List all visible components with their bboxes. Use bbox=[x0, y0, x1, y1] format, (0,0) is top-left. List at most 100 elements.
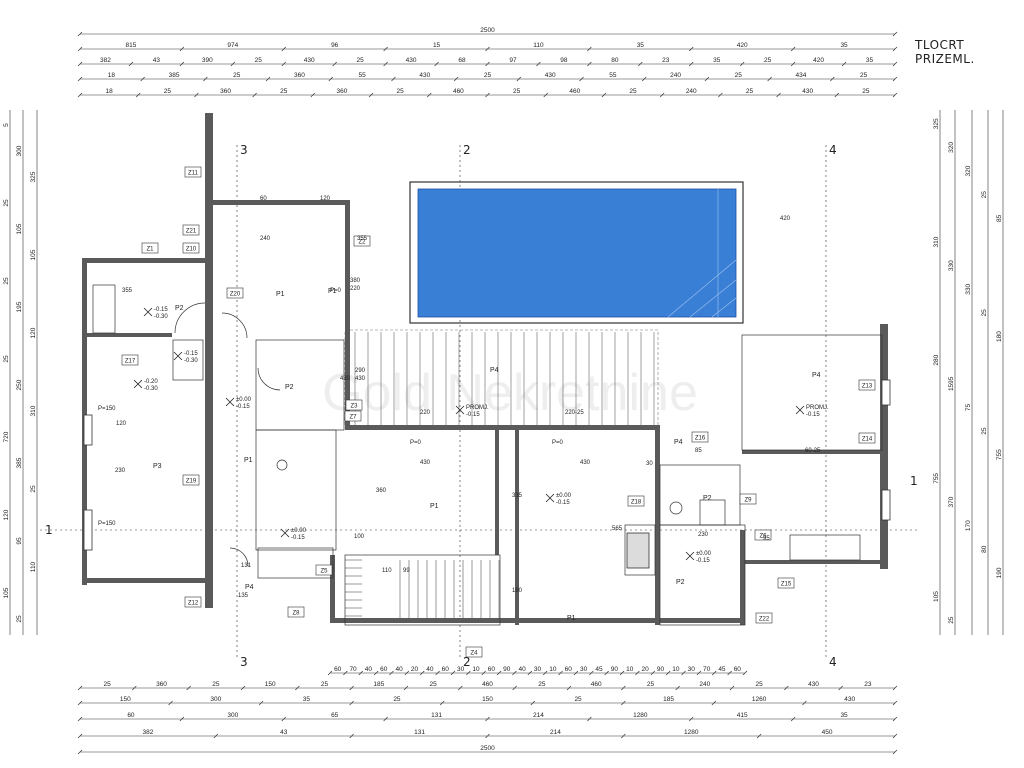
fireplace bbox=[626, 532, 650, 569]
dimension-label: 1260 bbox=[752, 696, 767, 703]
dimension-label: 150 bbox=[265, 681, 276, 688]
pool-water bbox=[417, 188, 737, 318]
dimension-tick bbox=[419, 670, 425, 676]
dimension-label: 150 bbox=[482, 696, 493, 703]
dimension-tick bbox=[601, 92, 607, 98]
level-value: -0.15 bbox=[154, 307, 168, 313]
tag-box bbox=[121, 354, 139, 366]
level-symbol bbox=[225, 397, 235, 407]
dimension-tick bbox=[434, 61, 439, 67]
dimension-label: 974 bbox=[227, 42, 238, 49]
dimension-label: 185 bbox=[373, 681, 384, 688]
dimension-label: 25 bbox=[3, 355, 10, 363]
dimension-tick bbox=[485, 733, 490, 739]
room-label: P1 bbox=[276, 291, 285, 298]
level-value: -0.15 bbox=[236, 404, 250, 410]
dimension-label: 755 bbox=[996, 449, 1003, 460]
dimension-label: 105 bbox=[933, 591, 940, 602]
room-label: P4 bbox=[812, 372, 821, 379]
axis-bottom-mid: 2 bbox=[463, 655, 471, 669]
tag-label: Z21 bbox=[186, 229, 197, 235]
tag-label: Z11 bbox=[188, 171, 199, 177]
dimension-tick bbox=[892, 685, 898, 691]
dimension-tick bbox=[450, 670, 456, 676]
tag-box bbox=[858, 379, 876, 391]
interior-dimension: 60-25 bbox=[805, 448, 821, 454]
dimension-tick bbox=[77, 46, 83, 52]
dimension-tick bbox=[802, 700, 807, 706]
tag-box bbox=[755, 612, 773, 624]
dimension-label: 60 bbox=[734, 666, 742, 673]
dimension-label: 90 bbox=[503, 666, 511, 673]
interior-dimension: 180 bbox=[512, 588, 523, 594]
dimension-tick bbox=[295, 685, 300, 691]
dimension-label: 35 bbox=[303, 696, 311, 703]
dimension-tick bbox=[650, 670, 656, 676]
tag-box bbox=[627, 495, 645, 507]
dimension-tick bbox=[790, 61, 796, 67]
dimension-label: 10 bbox=[549, 666, 557, 673]
dimension-label: 385 bbox=[16, 457, 23, 468]
dimension-tick bbox=[179, 61, 185, 67]
dimension-label: 430 bbox=[304, 57, 315, 64]
dimension-label: 360 bbox=[220, 88, 231, 95]
interior-dimension: 95 bbox=[763, 536, 770, 542]
tag-label: Z12 bbox=[188, 601, 199, 607]
dimension-label: 60 bbox=[565, 666, 573, 673]
dimension-tick bbox=[621, 700, 626, 706]
dimension-label: 460 bbox=[453, 88, 464, 95]
dimension-label: 815 bbox=[126, 42, 137, 49]
tag-label: Z18 bbox=[631, 500, 642, 506]
dimension-tick bbox=[530, 700, 536, 706]
dimension-label: 43 bbox=[280, 729, 288, 736]
dimension-label: 1280 bbox=[684, 729, 699, 736]
side-dimension-lines bbox=[9, 110, 1004, 635]
dimension-tick bbox=[675, 685, 680, 691]
dimension-label: 35 bbox=[866, 57, 874, 64]
dimension-tick bbox=[892, 716, 898, 722]
dimension-tick bbox=[194, 92, 199, 98]
dimension-label: 23 bbox=[864, 681, 872, 688]
interior-dimension: 120 bbox=[116, 421, 127, 427]
dimension-tick bbox=[349, 733, 354, 739]
dimension-label: 96 bbox=[331, 42, 339, 49]
room-label: P2 bbox=[703, 495, 712, 502]
tag-label: Z20 bbox=[230, 292, 241, 298]
level-value: -0.15 bbox=[696, 558, 710, 564]
dimension-tick bbox=[327, 670, 333, 676]
dimension-label: 60 bbox=[334, 666, 342, 673]
dimension-label: 35 bbox=[713, 57, 721, 64]
dimension-tick bbox=[790, 716, 796, 722]
dimension-label: 360 bbox=[337, 88, 348, 95]
dimension-tick bbox=[790, 46, 796, 52]
dimension-label: 25 bbox=[212, 681, 220, 688]
dimension-label: 40 bbox=[426, 666, 434, 673]
dimension-tick bbox=[140, 76, 145, 82]
interior-dimension: 220-25 bbox=[565, 410, 584, 416]
room-label: P2 bbox=[676, 579, 685, 586]
level-symbol bbox=[133, 379, 143, 389]
dimension-tick bbox=[604, 670, 609, 676]
dimension-label: 430 bbox=[808, 681, 819, 688]
dimension-label: 10 bbox=[626, 666, 634, 673]
interior-dimension: 230 bbox=[698, 532, 709, 538]
dimension-label: 240 bbox=[670, 72, 681, 79]
tag-box bbox=[184, 596, 202, 608]
dimension-label: 420 bbox=[813, 57, 824, 64]
dimension-tick bbox=[77, 76, 83, 82]
dimension-tick bbox=[343, 670, 348, 676]
dimension-tick bbox=[892, 733, 898, 739]
dimension-label: 214 bbox=[533, 712, 544, 719]
dimension-label: 280 bbox=[933, 354, 940, 365]
dimension-label: 35 bbox=[840, 712, 848, 719]
dimension-label: 382 bbox=[142, 729, 153, 736]
dimension-label: 85 bbox=[996, 214, 1003, 222]
dimension-label: 370 bbox=[948, 496, 955, 507]
dimension-tick bbox=[213, 733, 219, 739]
dimension-label: 330 bbox=[948, 260, 955, 271]
dimension-label: 70 bbox=[349, 666, 357, 673]
dimension-label: 35 bbox=[637, 42, 645, 49]
